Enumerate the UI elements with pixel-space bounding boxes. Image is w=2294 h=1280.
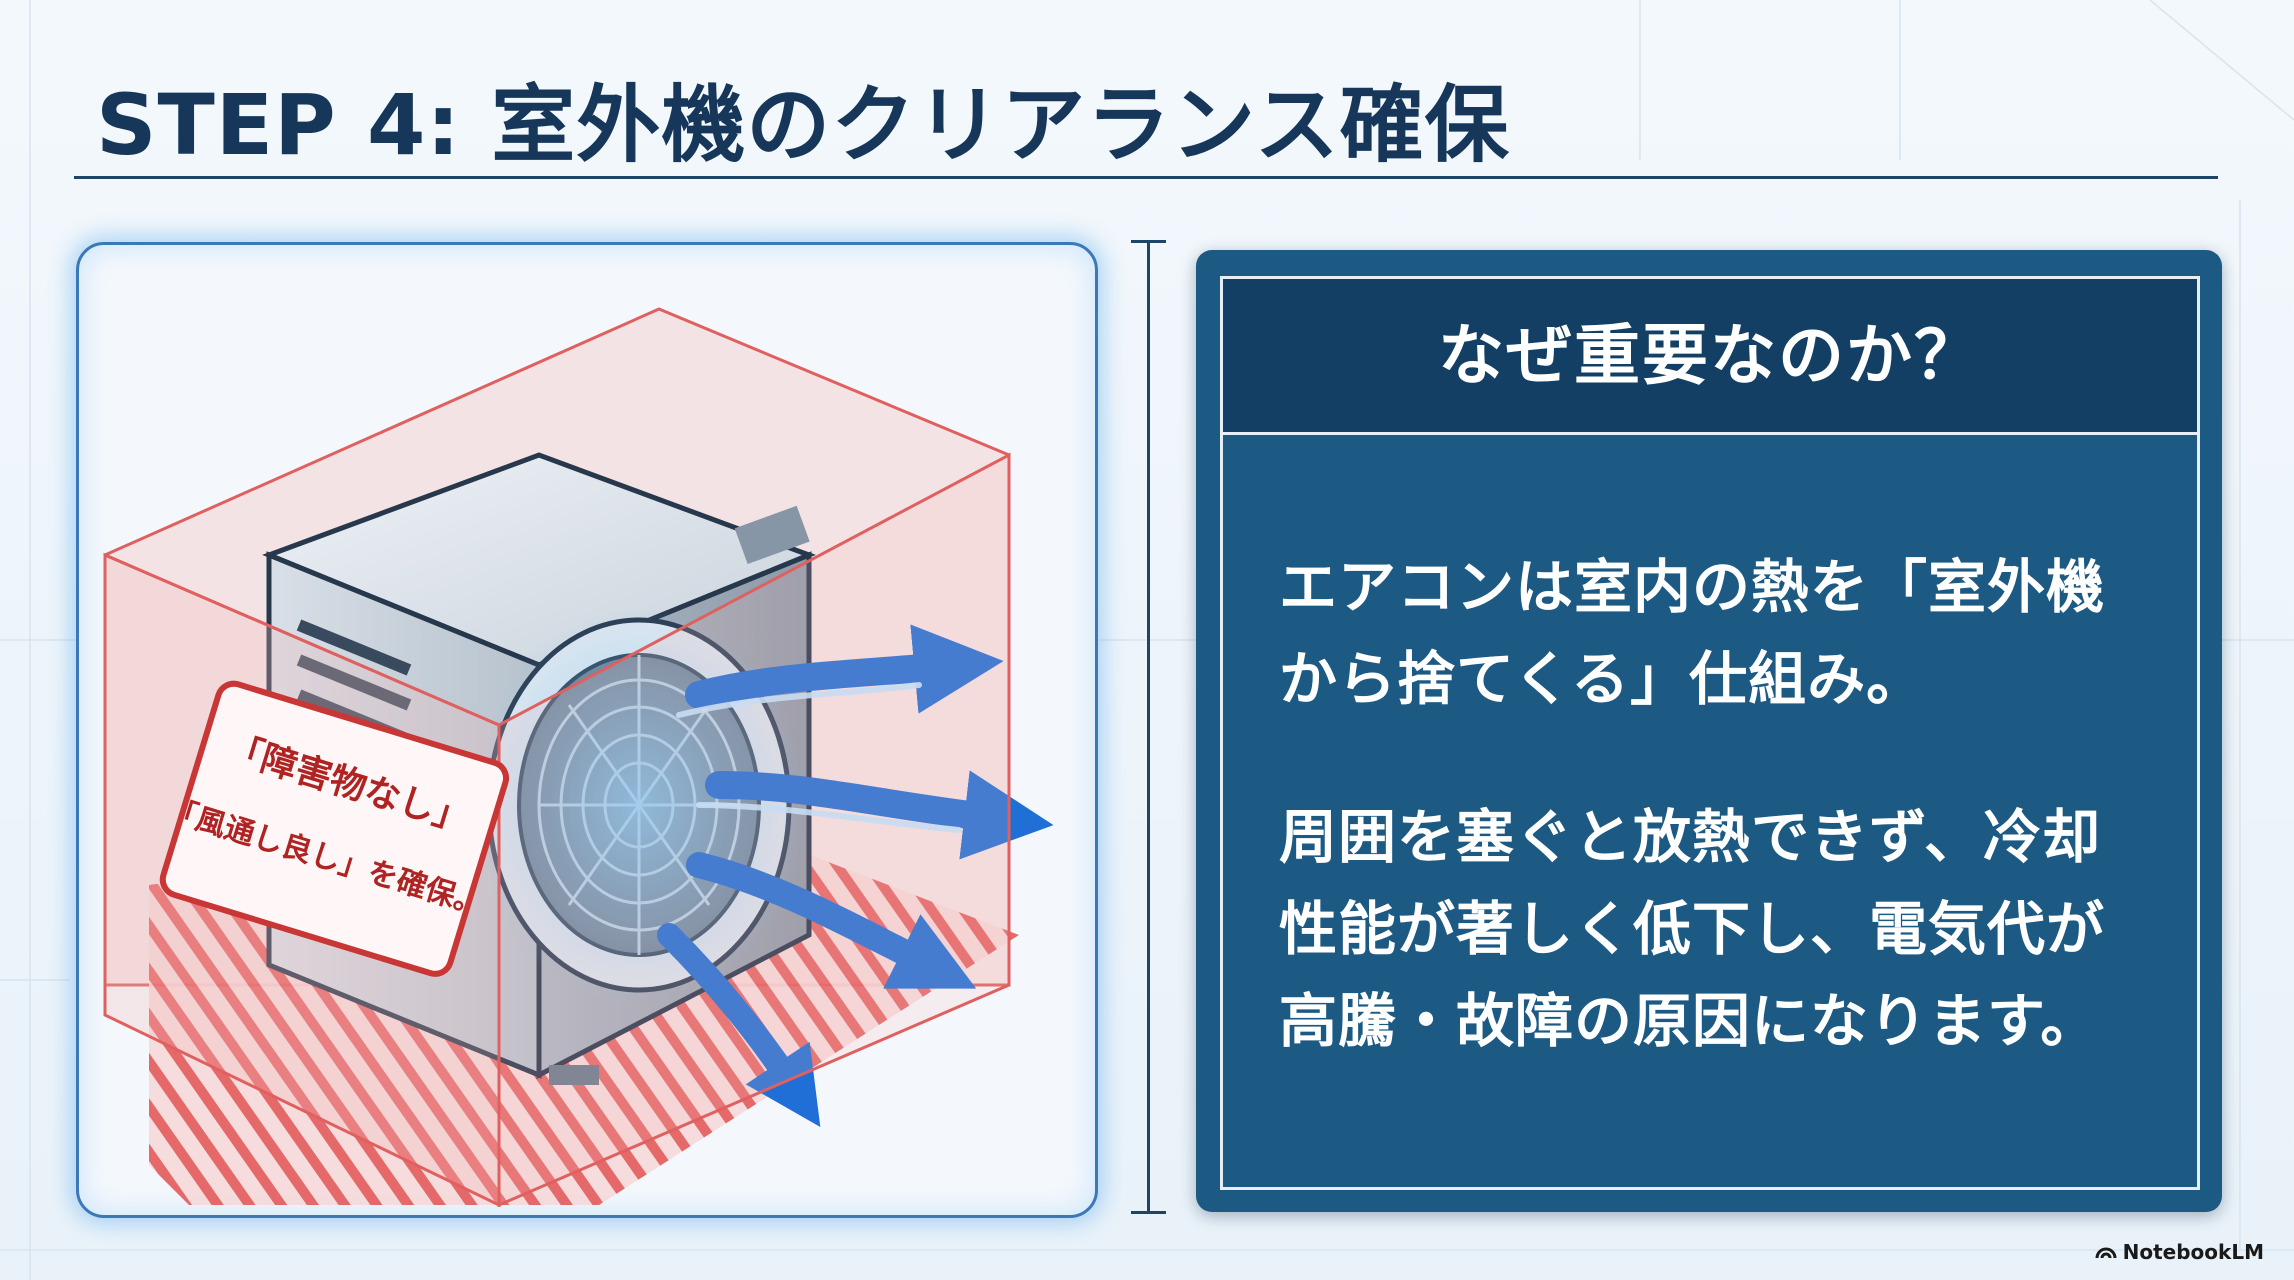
clearance-illustration-panel: 「障害物なし」 「風通し良し」を確保。 — [76, 242, 1098, 1218]
title-underline — [74, 176, 2218, 179]
explanation-paragraph-2: 周囲を塞ぐと放熱できず、冷却性能が著しく低下し、電気代が高騰・故障の原因になりま… — [1279, 803, 2106, 1055]
airflow-arrows — [657, 624, 1054, 1127]
outdoor-unit-illustration: 「障害物なし」 「風通し良し」を確保。 — [103, 307, 1054, 1208]
why-important-card: なぜ重要なのか？ エアコンは室内の熱を「室外機から捨てくる」仕組み。 周囲を塞ぐ… — [1196, 250, 2222, 1212]
brand-label: NotebookLM — [2122, 1240, 2264, 1264]
notebooklm-branding: NotebookLM — [2095, 1240, 2264, 1264]
card-heading: なぜ重要なのか？ — [1438, 317, 1982, 394]
clearance-sign: 「障害物なし」 「風通し良し」を確保。 — [159, 680, 510, 977]
card-header: なぜ重要なのか？ — [1223, 279, 2197, 435]
vertical-divider — [1147, 240, 1150, 1214]
slide-title: STEP 4: 室外機のクリアランス確保 — [96, 76, 1510, 174]
explanation-paragraph-1: エアコンは室内の熱を「室外機から捨てくる」仕組み。 — [1279, 553, 2106, 713]
why-important-card-frame: なぜ重要なのか？ エアコンは室内の熱を「室外機から捨てくる」仕組み。 周囲を塞ぐ… — [1220, 276, 2200, 1190]
notebooklm-logo-icon — [2095, 1247, 2117, 1259]
divider-cap-top — [1131, 240, 1166, 243]
divider-cap-bottom — [1131, 1211, 1166, 1214]
